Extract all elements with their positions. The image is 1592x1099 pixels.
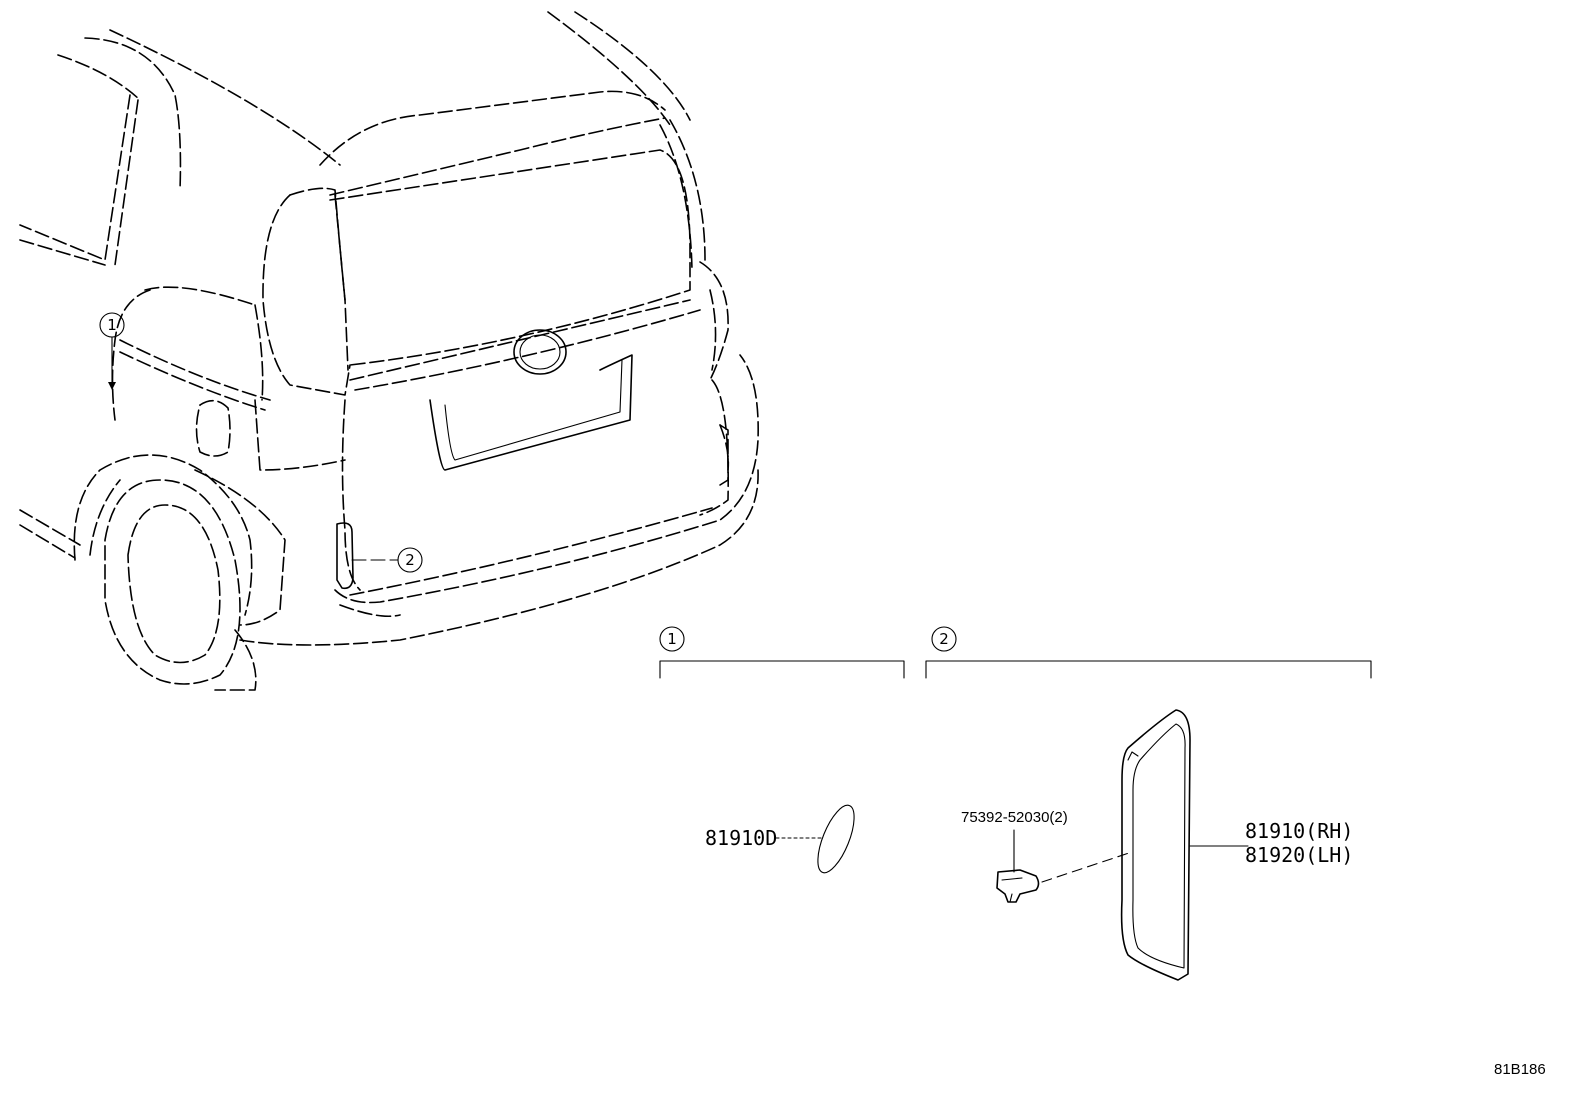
group-1-number: 1 <box>667 630 677 648</box>
group-1-bracket: 1 <box>659 626 905 679</box>
part-clip-75392: 75392-52030(2) <box>961 809 1133 903</box>
part-side-reflector: 81910(RH) 81920(LH) <box>1120 709 1353 981</box>
part-81910d: 81910D <box>705 804 855 874</box>
vehicle-outline <box>19 11 759 691</box>
group-2-bracket: 2 <box>925 626 1372 679</box>
part-label-81920-lh: 81920(LH) <box>1245 843 1353 867</box>
group-2-number: 2 <box>939 630 949 648</box>
part-label-81910d: 81910D <box>705 826 777 850</box>
part-label-75392: 75392-52030(2) <box>961 809 1068 826</box>
callout-1-marker: 1 <box>99 312 125 390</box>
callout-2-number: 2 <box>405 551 415 569</box>
figure-code: 81B186 <box>1494 1061 1546 1078</box>
callout-1-number: 1 <box>107 316 117 334</box>
part-label-81910-rh: 81910(RH) <box>1245 819 1353 843</box>
callout-2-marker: 2 <box>336 522 423 590</box>
